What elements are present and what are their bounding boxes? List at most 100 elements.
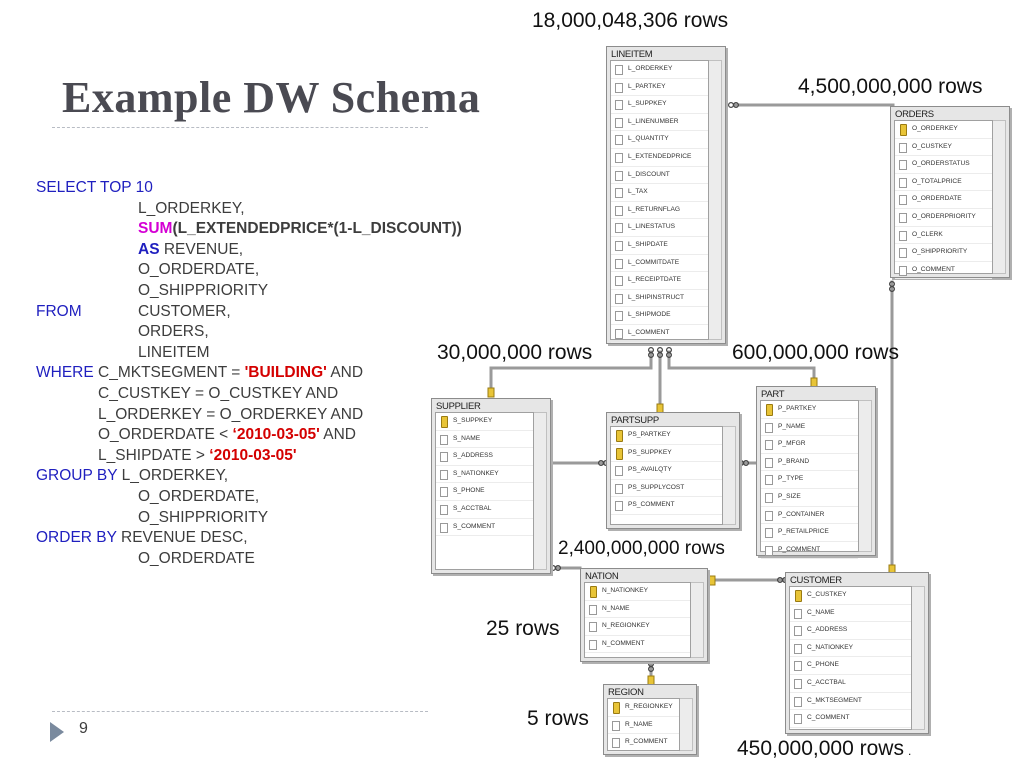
scrollbar[interactable] — [691, 582, 704, 658]
column-checkbox[interactable] — [615, 205, 623, 216]
column-row[interactable]: L_SHIPINSTRUCT — [611, 290, 708, 308]
column-checkbox[interactable] — [899, 142, 907, 153]
column-row[interactable]: C_COMMENT — [790, 710, 911, 728]
column-checkbox[interactable] — [615, 170, 623, 181]
column-checkbox[interactable] — [794, 643, 802, 654]
column-checkbox[interactable] — [794, 608, 802, 619]
column-row[interactable]: P_NAME — [761, 419, 858, 437]
column-checkbox[interactable] — [615, 258, 623, 269]
column-row[interactable]: C_CUSTKEY — [790, 587, 911, 605]
column-row[interactable]: O_CLERK — [895, 227, 992, 245]
column-row[interactable]: S_ACCTBAL — [436, 501, 533, 519]
column-checkbox[interactable] — [765, 545, 773, 556]
column-row[interactable]: P_PARTKEY — [761, 401, 858, 419]
column-row[interactable]: L_SHIPMODE — [611, 307, 708, 325]
column-row[interactable]: C_ADDRESS — [790, 622, 911, 640]
column-row[interactable]: P_COMMENT — [761, 542, 858, 560]
column-row[interactable]: O_CUSTKEY — [895, 139, 992, 157]
column-checkbox[interactable] — [899, 195, 907, 206]
scrollbar[interactable] — [723, 426, 736, 525]
column-checkbox[interactable] — [615, 311, 623, 322]
column-row[interactable]: N_NATIONKEY — [585, 583, 690, 601]
column-row[interactable]: PS_SUPPKEY — [611, 445, 722, 463]
column-checkbox[interactable] — [794, 714, 802, 725]
column-row[interactable]: L_SUPPKEY — [611, 96, 708, 114]
column-checkbox[interactable] — [440, 522, 448, 533]
column-checkbox[interactable] — [440, 434, 448, 445]
scrollbar[interactable] — [534, 412, 547, 570]
column-row[interactable]: R_REGIONKEY — [608, 699, 679, 717]
column-checkbox[interactable] — [615, 466, 623, 477]
column-checkbox[interactable] — [615, 223, 623, 234]
column-checkbox[interactable] — [612, 720, 620, 731]
column-row[interactable]: C_MKTSEGMENT — [790, 693, 911, 711]
column-row[interactable]: L_ORDERKEY — [611, 61, 708, 79]
column-row[interactable]: O_ORDERSTATUS — [895, 156, 992, 174]
column-row[interactable]: L_RETURNFLAG — [611, 202, 708, 220]
column-row[interactable]: S_PHONE — [436, 483, 533, 501]
column-row[interactable]: S_COMMENT — [436, 519, 533, 537]
column-row[interactable]: N_COMMENT — [585, 636, 690, 654]
column-checkbox[interactable] — [440, 487, 448, 498]
column-checkbox[interactable] — [615, 276, 623, 287]
column-checkbox[interactable] — [615, 100, 623, 111]
column-checkbox[interactable] — [794, 661, 802, 672]
column-checkbox[interactable] — [899, 265, 907, 276]
column-checkbox[interactable] — [440, 504, 448, 515]
column-checkbox[interactable] — [615, 135, 623, 146]
scrollbar[interactable] — [709, 60, 722, 340]
column-checkbox[interactable] — [589, 604, 597, 615]
column-row[interactable]: C_NATIONKEY — [790, 640, 911, 658]
column-checkbox[interactable] — [765, 475, 773, 486]
column-row[interactable]: PS_PARTKEY — [611, 427, 722, 445]
column-checkbox[interactable] — [899, 212, 907, 223]
column-row[interactable]: S_NATIONKEY — [436, 466, 533, 484]
column-row[interactable]: P_BRAND — [761, 454, 858, 472]
column-checkbox[interactable] — [765, 440, 773, 451]
column-row[interactable]: C_ACCTBAL — [790, 675, 911, 693]
column-row[interactable]: C_PHONE — [790, 657, 911, 675]
column-row[interactable]: S_NAME — [436, 431, 533, 449]
column-row[interactable]: O_ORDERKEY — [895, 121, 992, 139]
column-row[interactable]: P_MFGR — [761, 436, 858, 454]
column-row[interactable]: S_SUPPKEY — [436, 413, 533, 431]
column-row[interactable]: L_QUANTITY — [611, 131, 708, 149]
column-row[interactable]: L_RECEIPTDATE — [611, 272, 708, 290]
scrollbar[interactable] — [993, 120, 1006, 274]
column-checkbox[interactable] — [615, 152, 623, 163]
column-row[interactable]: L_EXTENDEDPRICE — [611, 149, 708, 167]
column-row[interactable]: O_ORDERDATE — [895, 191, 992, 209]
column-checkbox[interactable] — [765, 492, 773, 503]
column-checkbox[interactable] — [615, 117, 623, 128]
column-row[interactable]: C_NAME — [790, 605, 911, 623]
column-row[interactable]: O_SHIPPRIORITY — [895, 244, 992, 262]
column-row[interactable]: P_TYPE — [761, 471, 858, 489]
column-row[interactable]: O_TOTALPRICE — [895, 174, 992, 192]
column-row[interactable]: P_CONTAINER — [761, 507, 858, 525]
column-row[interactable]: L_LINESTATUS — [611, 219, 708, 237]
column-checkbox[interactable] — [589, 639, 597, 650]
column-checkbox[interactable] — [899, 160, 907, 171]
column-checkbox[interactable] — [794, 626, 802, 637]
column-row[interactable]: N_NAME — [585, 601, 690, 619]
column-row[interactable]: N_REGIONKEY — [585, 618, 690, 636]
column-checkbox[interactable] — [794, 696, 802, 707]
column-checkbox[interactable] — [615, 188, 623, 199]
column-checkbox[interactable] — [765, 422, 773, 433]
column-checkbox[interactable] — [615, 483, 623, 494]
column-checkbox[interactable] — [589, 622, 597, 633]
column-row[interactable]: PS_AVAILQTY — [611, 462, 722, 480]
column-checkbox[interactable] — [615, 501, 623, 512]
column-row[interactable]: L_COMMENT — [611, 325, 708, 343]
column-row[interactable]: S_ADDRESS — [436, 448, 533, 466]
scrollbar[interactable] — [859, 400, 872, 552]
column-checkbox[interactable] — [765, 528, 773, 539]
column-checkbox[interactable] — [899, 248, 907, 259]
